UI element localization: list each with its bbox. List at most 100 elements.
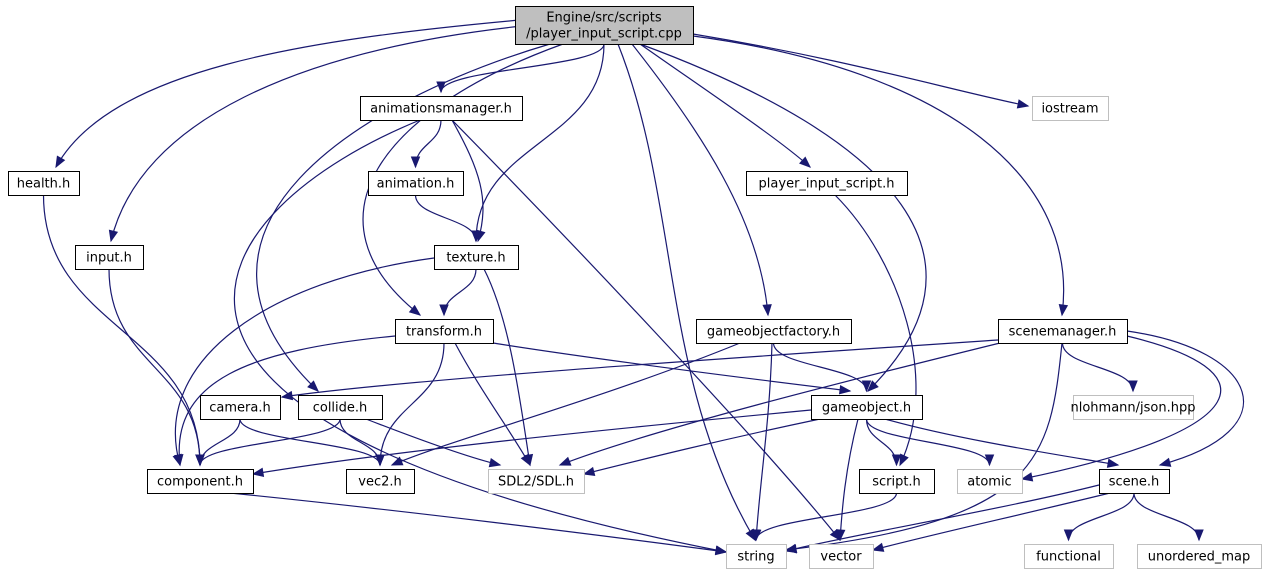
node-vec2[interactable]: vec2.h [346, 469, 415, 494]
node-label: nlohmann/json.hpp [1071, 401, 1196, 416]
edge-arrowhead [899, 453, 909, 467]
edge-arrowhead [55, 155, 66, 169]
node-animation[interactable]: animation.h [368, 171, 464, 196]
node-label: texture.h [446, 251, 505, 266]
node-box [346, 469, 415, 494]
edge-scenemanager-to-camera [280, 339, 999, 401]
edge-gameobject-to-vector [835, 418, 859, 542]
edge-line [454, 342, 531, 466]
node-player-input-script-h[interactable]: player_input_script.h [746, 171, 908, 196]
edge-line [834, 194, 917, 466]
edge-root-to-input [108, 25, 523, 243]
node-label: SDL2/SDL.h [498, 475, 574, 490]
edge-line [110, 25, 523, 242]
edge-line [451, 119, 484, 242]
edge-line [199, 418, 341, 466]
edge-transform-to-component [174, 335, 396, 467]
node-gameobjectfactory[interactable]: gameobjectfactory.h [696, 319, 852, 344]
edge-line [281, 339, 999, 398]
edge-arrowhead [1058, 303, 1069, 317]
node-root[interactable]: Engine/src/scripts/player_input_script.c… [515, 6, 694, 45]
edge-line [1126, 330, 1244, 466]
edge-animation-to-texture [414, 194, 481, 243]
node-label: scenemanager.h [1009, 325, 1117, 340]
edge-line [451, 119, 841, 541]
node-component[interactable]: component.h [147, 469, 254, 494]
node-label: string [737, 550, 774, 565]
edge-line [617, 43, 756, 541]
node-script[interactable]: script.h [859, 469, 935, 494]
edge-arrowhead [861, 380, 872, 393]
node-box [726, 544, 787, 569]
node-scene[interactable]: scene.h [1099, 469, 1170, 494]
edge-health-to-component [42, 194, 205, 467]
edge-collide-to-vec2 [339, 418, 385, 467]
edge-animationsmanager-to-animation [410, 119, 442, 169]
node-collide[interactable]: collide.h [298, 395, 383, 420]
edge-line [379, 342, 445, 466]
edge-arrowhead [280, 390, 294, 401]
node-animationsmanager[interactable]: animationsmanager.h [360, 96, 523, 121]
edge-arrowhead [390, 456, 404, 466]
edge-gameobject-to-scene [884, 418, 1120, 468]
edge-arrowhead [1106, 458, 1120, 468]
edge-arrowhead [558, 456, 572, 466]
edge-arrowhead [1063, 529, 1074, 542]
edge-arrowhead [307, 380, 319, 392]
edge-root-to-iostream [692, 33, 1030, 109]
edge-script-to-string [751, 492, 898, 542]
node-scenemanager[interactable]: scenemanager.h [998, 319, 1128, 344]
node-label: unordered_map [1148, 550, 1251, 565]
node-label: atomic [967, 475, 1011, 490]
edge-root-to-texture [471, 43, 605, 243]
node-box [998, 319, 1128, 344]
nodes-layer: Engine/src/scripts/player_input_script.c… [8, 6, 1262, 569]
edge-line [559, 342, 1001, 466]
node-label: /player_input_script.cpp [526, 27, 682, 42]
edge-arrowhead [471, 230, 481, 243]
node-box [360, 96, 523, 121]
edge-line [884, 418, 1119, 466]
edge-arrowhead [410, 156, 421, 169]
edge-texture-to-component [172, 257, 435, 467]
edge-line [631, 43, 769, 316]
node-label: health.h [17, 177, 71, 192]
edge-line [365, 418, 501, 466]
edge-arrowhead [408, 304, 422, 316]
edge-arrowhead [839, 385, 852, 395]
node-box [811, 395, 923, 420]
node-health[interactable]: health.h [8, 171, 80, 196]
edge-texture-to-transform [439, 268, 477, 317]
edge-scenemanager-to-sdl [558, 342, 1001, 466]
node-input[interactable]: input.h [75, 245, 144, 270]
node-box [1137, 544, 1262, 569]
node-box [859, 469, 935, 494]
node-texture[interactable]: texture.h [434, 245, 519, 270]
edge-arrowhead [520, 453, 531, 467]
node-box [434, 245, 519, 270]
edge-arrowhead [1016, 99, 1030, 109]
edge-arrowhead [582, 466, 596, 477]
node-label: transform.h [406, 325, 482, 340]
node-label: vec2.h [358, 475, 401, 490]
node-unordered-map: unordered_map [1137, 544, 1262, 569]
node-box [200, 395, 281, 420]
node-gameobject[interactable]: gameobject.h [811, 395, 923, 420]
edge-root-to-collide [256, 43, 551, 392]
edge-arrowhead [174, 454, 184, 467]
edge-gameobject-to-sdl [582, 418, 821, 477]
node-box [746, 171, 908, 196]
edge-root-to-gameobjectfactory [631, 43, 772, 317]
edge-line [178, 335, 396, 466]
node-camera[interactable]: camera.h [200, 395, 281, 420]
node-box [395, 319, 494, 344]
edge-scene-to-functional [1063, 492, 1135, 542]
edge-line [785, 484, 1100, 552]
node-box [8, 171, 80, 196]
node-label: camera.h [209, 401, 270, 416]
edge-line [872, 492, 1111, 551]
node-label: component.h [157, 475, 243, 490]
node-transform[interactable]: transform.h [395, 319, 494, 344]
edge-arrowhead [375, 454, 385, 467]
edge-gameobject-to-script [865, 418, 902, 467]
